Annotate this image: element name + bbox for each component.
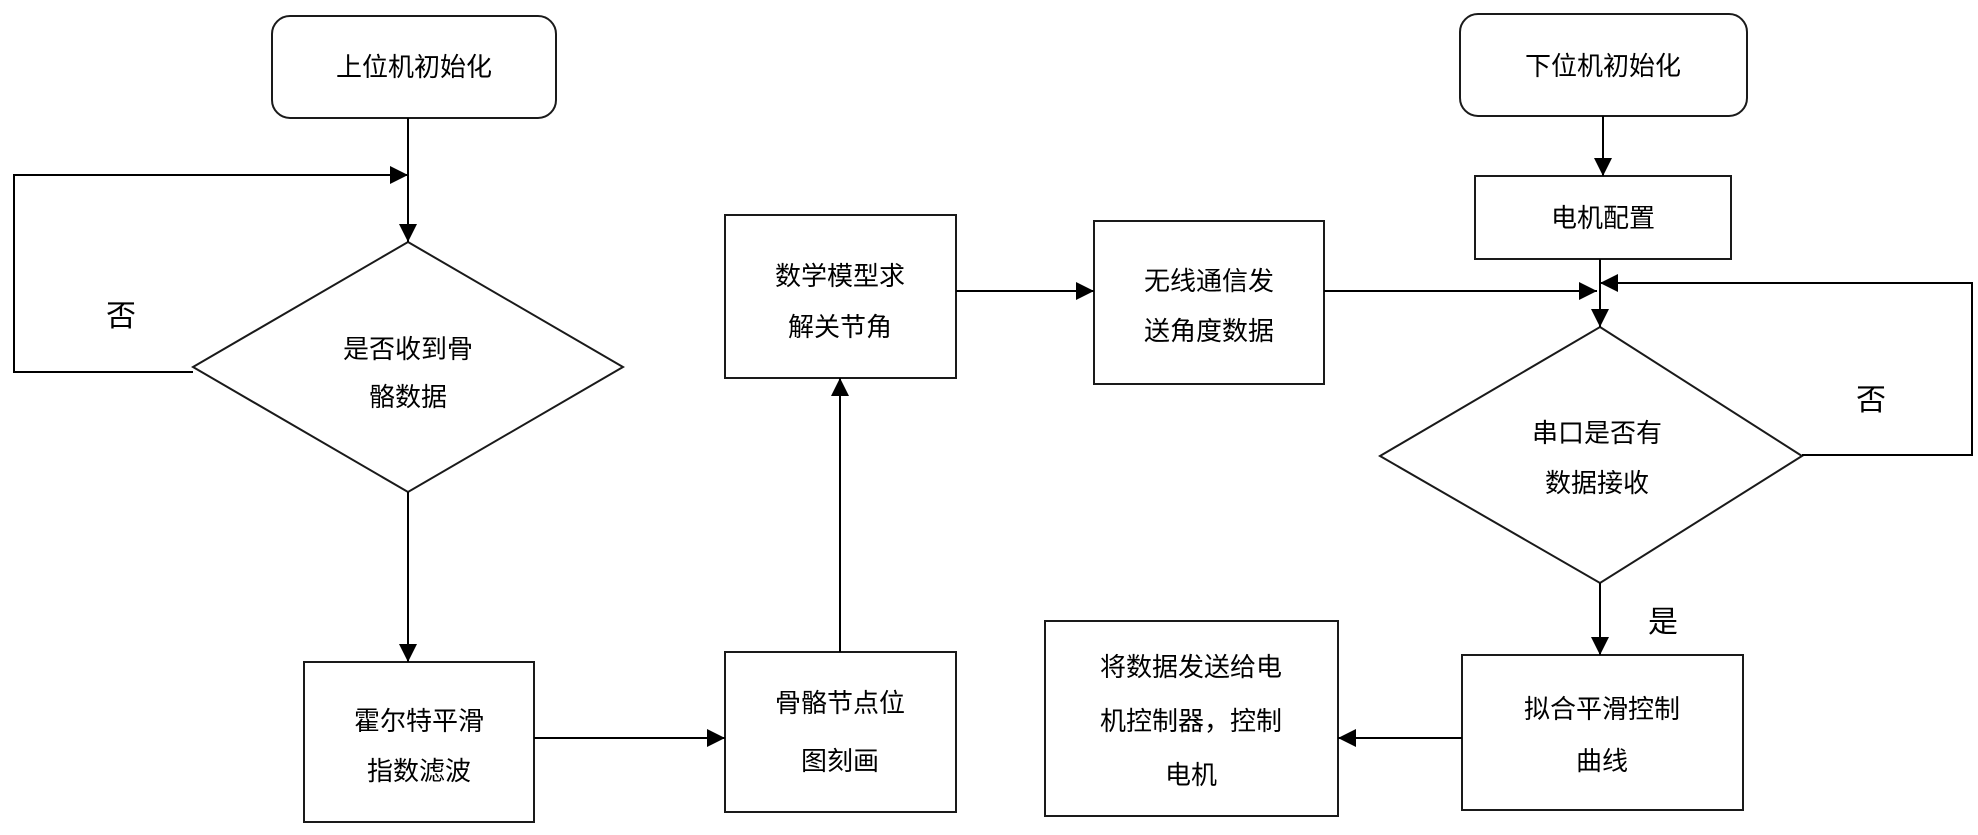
fit-curve-label-2: 曲线 <box>1576 747 1628 777</box>
send-controller-label-3: 电机 <box>1165 761 1217 791</box>
host-init-label: 上位机初始化 <box>336 53 492 83</box>
skeleton-draw-label-1: 骨骼节点位 <box>775 689 905 719</box>
send-controller-node: 将数据发送给电 机控制器，控制 电机 <box>1045 621 1338 816</box>
skeleton-draw-node: 骨骼节点位 图刻画 <box>725 652 956 812</box>
math-model-node: 数学模型求 解关节角 <box>725 215 956 378</box>
fit-curve-label-1: 拟合平滑控制 <box>1524 695 1680 725</box>
check-skeleton-label-1: 是否收到骨 <box>343 335 473 365</box>
skeleton-draw-label-2: 图刻画 <box>801 747 879 777</box>
holt-smooth-node: 霍尔特平滑 指数滤波 <box>304 662 534 822</box>
wireless-send-label-1: 无线通信发 <box>1144 267 1274 297</box>
wireless-send-node: 无线通信发 送角度数据 <box>1094 221 1324 384</box>
math-model-label-1: 数学模型求 <box>775 262 905 292</box>
wireless-send-label-2: 送角度数据 <box>1144 317 1274 347</box>
holt-smooth-label-1: 霍尔特平滑 <box>354 707 484 737</box>
fit-curve-node: 拟合平滑控制 曲线 <box>1462 655 1743 810</box>
check-skeleton-decision: 是否收到骨 骼数据 <box>193 242 623 492</box>
yes-label: 是 <box>1648 605 1678 640</box>
math-model-label-2: 解关节角 <box>788 313 892 343</box>
host-init-node: 上位机初始化 <box>272 16 556 118</box>
motor-config-label: 电机配置 <box>1551 204 1655 234</box>
check-skeleton-label-2: 骼数据 <box>369 383 447 413</box>
motor-config-node: 电机配置 <box>1475 176 1731 259</box>
holt-smooth-label-2: 指数滤波 <box>367 757 471 787</box>
serial-check-label-1: 串口是否有 <box>1532 419 1662 449</box>
serial-check-decision: 串口是否有 数据接收 <box>1380 327 1802 583</box>
slave-init-node: 下位机初始化 <box>1460 14 1747 116</box>
send-controller-label-1: 将数据发送给电 <box>1100 653 1282 683</box>
slave-init-label: 下位机初始化 <box>1525 52 1681 82</box>
no-label-right: 否 <box>1856 383 1886 418</box>
no-label-left: 否 <box>106 299 136 334</box>
serial-check-label-2: 数据接收 <box>1545 469 1649 499</box>
send-controller-label-2: 机控制器，控制 <box>1100 707 1282 737</box>
